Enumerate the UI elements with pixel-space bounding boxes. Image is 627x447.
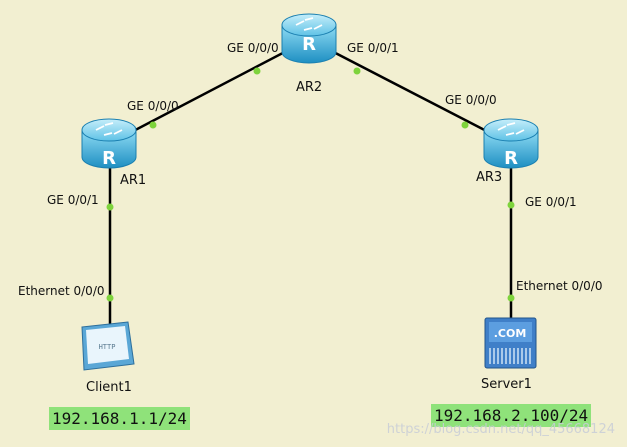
port-dot-ar1-ge000[interactable] [149, 121, 157, 129]
port-dot-ar3-ge000[interactable] [461, 121, 469, 129]
ip-label-client1: 192.168.1.1/24 [49, 407, 190, 430]
port-label-ar2-ge001: GE 0/0/1 [347, 41, 399, 55]
port-dot-ar2-ge000[interactable] [253, 67, 261, 75]
watermark: https://blog.csdn.net/qq_45668124 [386, 422, 615, 437]
port-label-ar3-ge001: GE 0/0/1 [525, 195, 577, 209]
router-icon[interactable]: R [81, 118, 137, 169]
device-label-ar1: AR1 [120, 173, 147, 188]
port-label-client1-eth: Ethernet 0/0/0 [18, 284, 105, 298]
client-screen-text: HTTP [99, 343, 116, 351]
port-label-ar1-ge000: GE 0/0/0 [127, 99, 179, 113]
device-label-ar2: AR2 [296, 80, 323, 95]
port-label-ar1-ge001: GE 0/0/1 [47, 193, 99, 207]
router-glyph: R [302, 34, 316, 55]
port-label-server1-eth: Ethernet 0/0/0 [516, 279, 603, 293]
port-dot-server1-eth[interactable] [507, 294, 515, 302]
ip-label-server1: 192.168.2.100/24 [431, 404, 592, 427]
port-label-ar3-ge000: GE 0/0/0 [445, 93, 497, 107]
router-glyph: R [102, 148, 116, 169]
device-label-client1: Client1 [86, 380, 132, 395]
port-dot-client1-eth[interactable] [106, 294, 114, 302]
port-dot-ar1-ge001[interactable] [106, 203, 114, 211]
client-pc-icon[interactable]: HTTP [81, 321, 135, 371]
link-ar1-ar2[interactable] [119, 42, 301, 140]
router-icon[interactable]: R [281, 13, 337, 64]
port-dot-ar2-ge001[interactable] [353, 67, 361, 75]
port-dot-ar3-ge001[interactable] [507, 201, 515, 209]
device-label-server1: Server1 [481, 377, 532, 392]
link-ar2-ar3[interactable] [317, 42, 501, 140]
server-icon[interactable]: .COM [484, 317, 537, 369]
router-glyph: R [504, 148, 518, 169]
server-screen-text: .COM [494, 327, 527, 340]
port-label-ar2-ge000: GE 0/0/0 [227, 41, 279, 55]
device-label-ar3: AR3 [476, 170, 503, 185]
router-icon[interactable]: R [483, 118, 539, 169]
